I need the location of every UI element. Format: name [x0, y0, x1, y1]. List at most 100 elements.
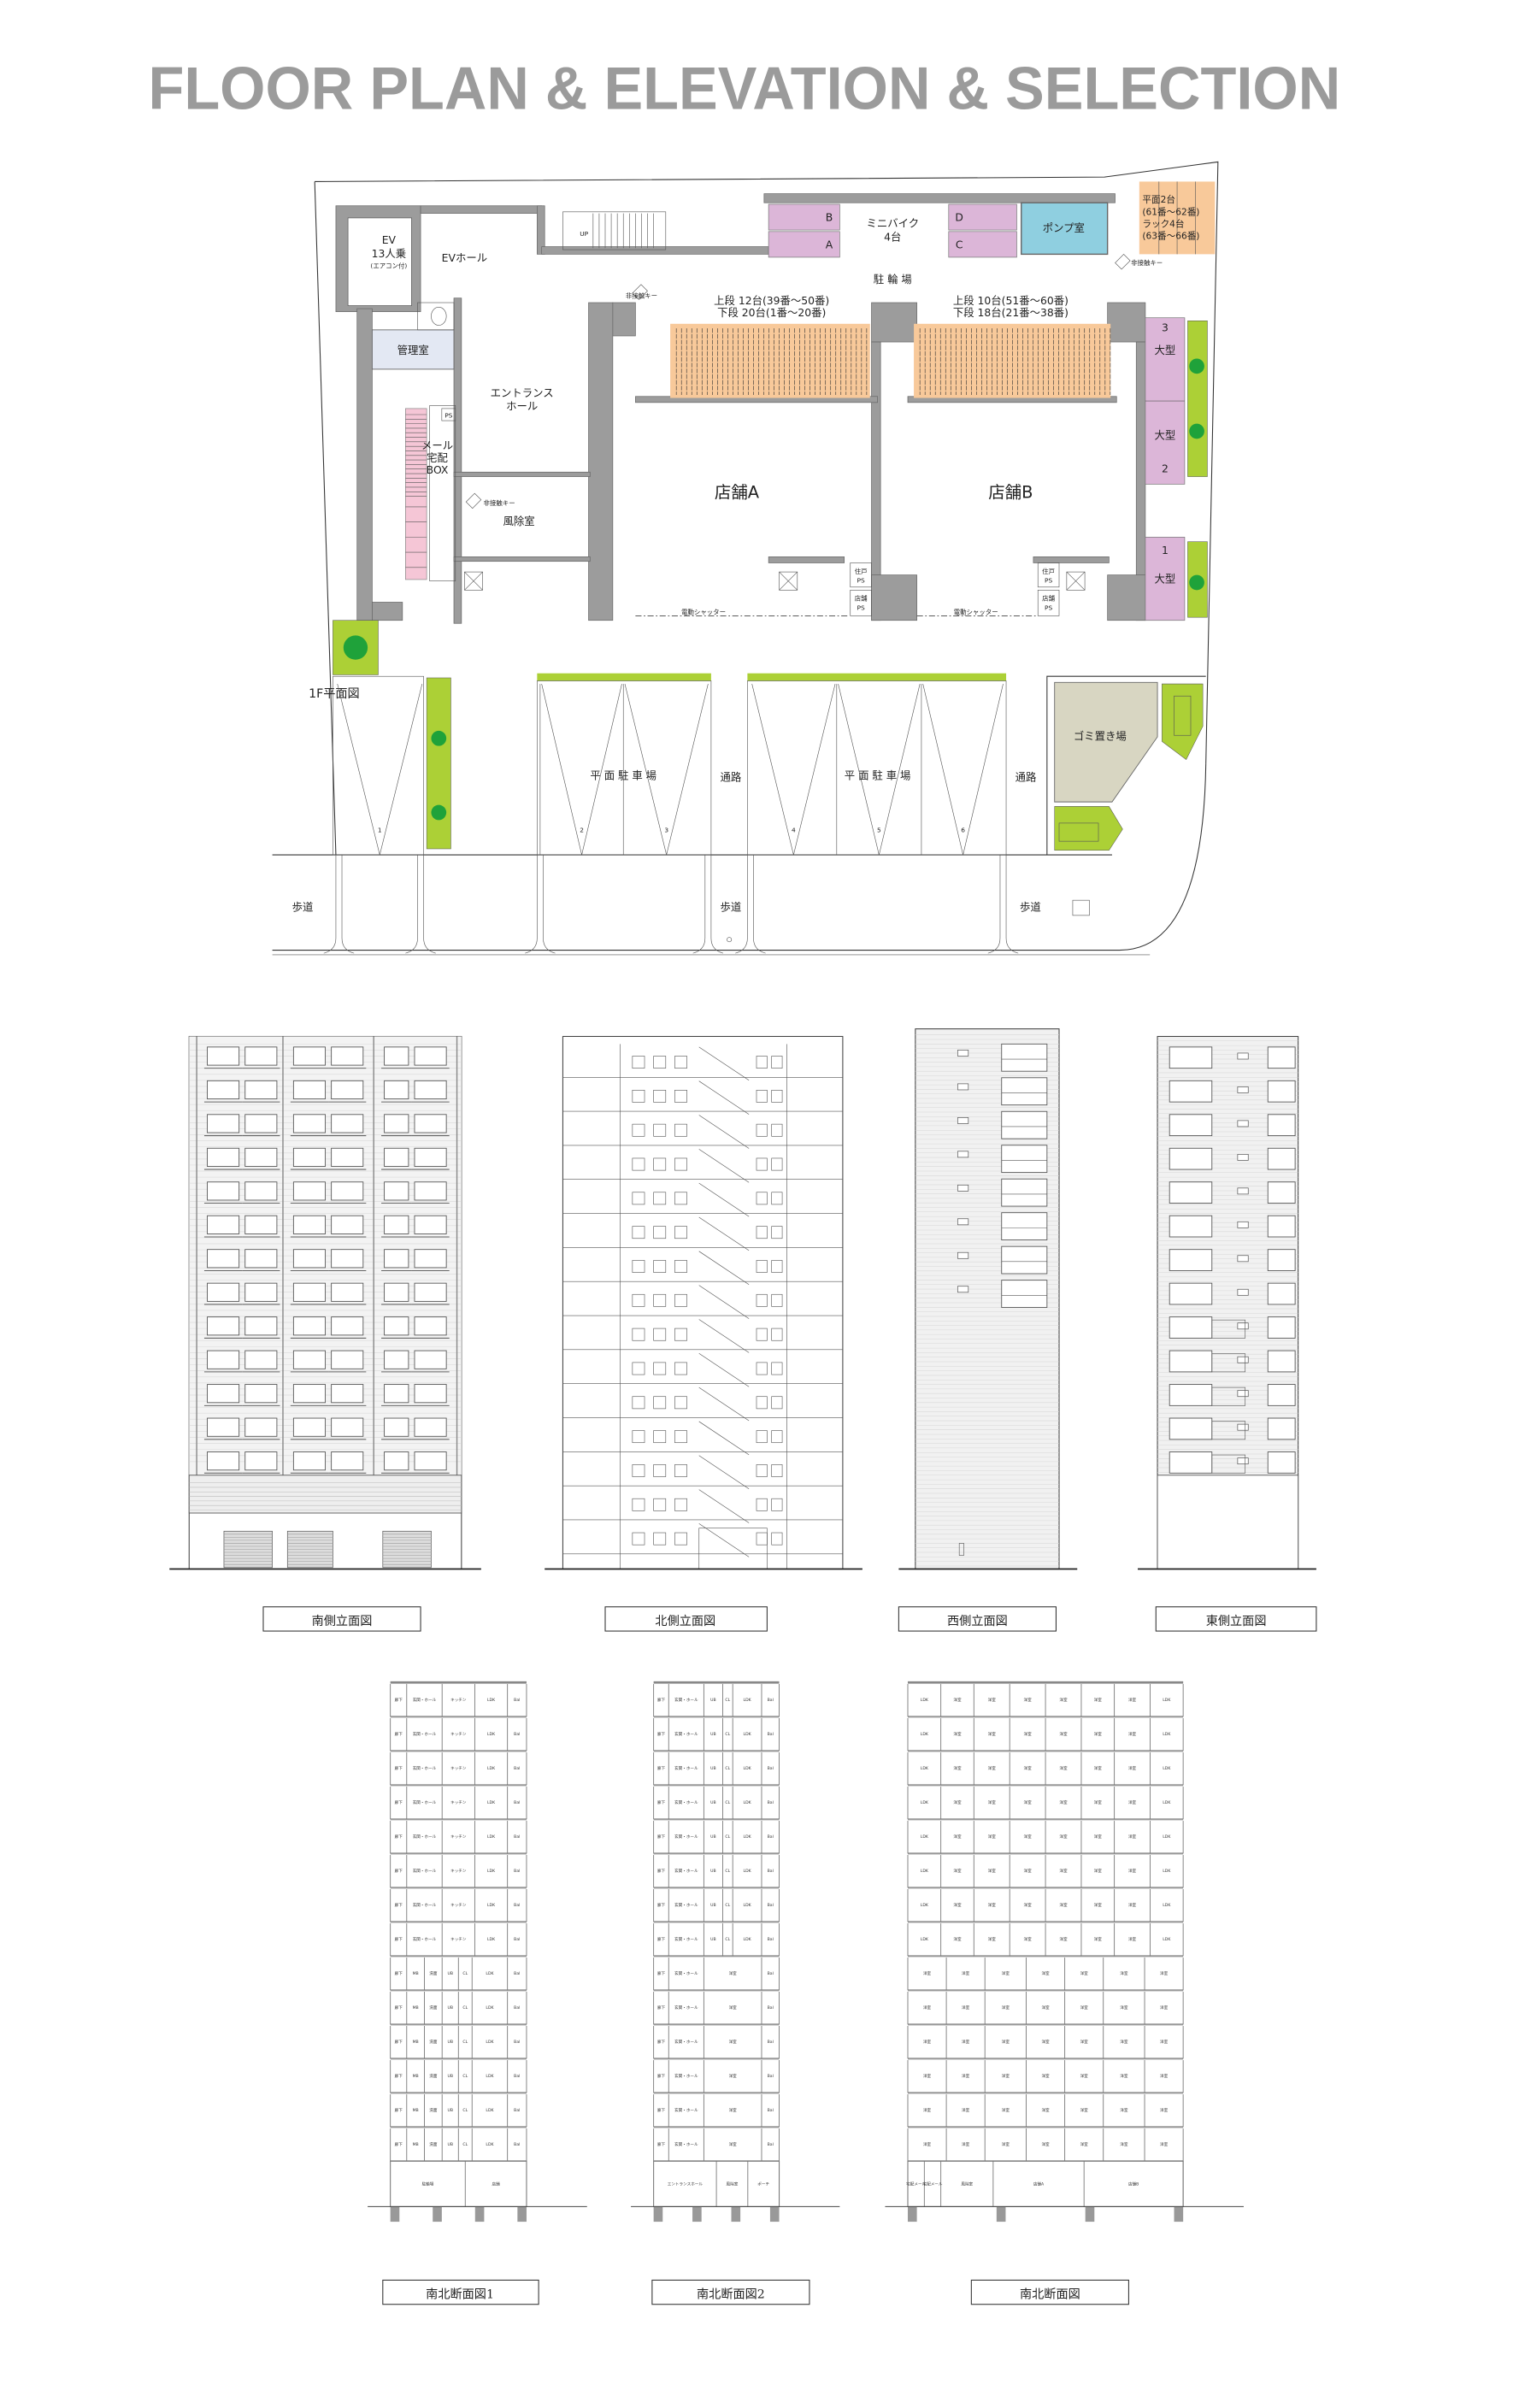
- room-label: 玄関・ホール: [674, 1697, 698, 1703]
- floor-plan: UP EV 13人乗 (エアコン付) EVホール 管理室 エントランス ホール …: [272, 161, 1219, 956]
- room-label: 洋室: [1094, 1936, 1103, 1942]
- window: [756, 1260, 768, 1273]
- bike-box-d: D: [955, 210, 963, 223]
- passage-label: 通路: [721, 770, 742, 783]
- room-label: MB: [413, 1971, 419, 1976]
- window: [414, 1147, 447, 1167]
- bicycle-rack-right: [914, 323, 1111, 398]
- room-label: 洋室: [1080, 1970, 1089, 1976]
- window: [1237, 1457, 1249, 1465]
- room-label: 洋室: [1120, 2107, 1128, 2113]
- unit-ps-label: PS: [1045, 576, 1052, 584]
- sidewalk-label: 歩道: [292, 901, 314, 914]
- window: [384, 1114, 409, 1133]
- window: [756, 1192, 768, 1205]
- window: [632, 1362, 645, 1375]
- parking-label: 平 面 駐 車 場: [845, 769, 911, 782]
- room-label: Bal: [768, 2108, 774, 2113]
- room-label: LDK: [744, 1800, 752, 1805]
- duct-box-frame: [464, 571, 483, 591]
- room-label: 洋室: [1080, 2005, 1089, 2011]
- balcony: [1001, 1110, 1048, 1139]
- room-label: LDK: [921, 1937, 929, 1942]
- unit-ps-label: 住戸: [1042, 567, 1055, 575]
- room-label: 洋室: [1080, 2039, 1089, 2045]
- window: [1237, 1086, 1249, 1093]
- room-label: 洗面: [429, 2039, 438, 2045]
- window: [244, 1215, 278, 1234]
- room-label: LDK: [744, 1834, 752, 1840]
- room-label: Bal: [514, 1937, 520, 1942]
- window: [653, 1532, 667, 1545]
- balcony: [1267, 1080, 1296, 1103]
- balcony: [1169, 1417, 1213, 1440]
- room-label: 風除室: [961, 2181, 973, 2187]
- room-label: 玄関・ホール: [674, 1765, 698, 1771]
- window: [957, 1083, 969, 1091]
- room-label: 廊下: [657, 2039, 666, 2045]
- room-label: LDK: [486, 2108, 494, 2113]
- store-a-label: 店舗A: [715, 482, 760, 502]
- north-elevation-caption: 北側立面図: [655, 1615, 715, 1628]
- window: [1237, 1187, 1249, 1195]
- foundation-pile: [908, 2206, 917, 2223]
- room-label: LDK: [1163, 1937, 1171, 1942]
- room-label: 廊下: [395, 2005, 403, 2011]
- room-label: 洋室: [962, 2073, 970, 2079]
- room-label: ポーチ: [757, 2181, 769, 2187]
- stair-flight: [698, 1149, 750, 1183]
- window: [653, 1226, 667, 1239]
- room-label: Bal: [514, 2108, 520, 2113]
- window: [632, 1260, 645, 1273]
- room-label: 玄関・ホール: [413, 1936, 437, 1942]
- window: [207, 1282, 240, 1302]
- window: [244, 1046, 278, 1066]
- store-ps-label: 店舗: [855, 594, 868, 603]
- window: [653, 1123, 667, 1137]
- stair-flight: [698, 1115, 750, 1149]
- room-label: 玄関・ホール: [413, 1765, 437, 1771]
- room-label: 洋室: [1128, 1868, 1137, 1874]
- window: [331, 1181, 364, 1201]
- sidewalk-label: 歩道: [1020, 901, 1041, 914]
- balcony: [1001, 1145, 1048, 1174]
- foundation-pile: [1174, 2206, 1184, 2223]
- room-label: UB: [447, 2142, 453, 2147]
- room-label: キッチン: [450, 1937, 467, 1942]
- window: [1237, 1221, 1249, 1228]
- door: [958, 1543, 964, 1556]
- room-label: UB: [447, 2040, 453, 2045]
- window: [957, 1251, 969, 1259]
- room-label: LDK: [487, 1732, 496, 1737]
- bicycle-parking-label: 駐 輪 場: [874, 273, 912, 286]
- curb: [423, 855, 436, 954]
- planter: [1162, 683, 1204, 760]
- parking-space: [751, 683, 836, 856]
- room-label: Bal: [514, 2074, 520, 2079]
- floor-plan-caption: 1F平面図: [309, 687, 360, 701]
- room-label: 玄関・ホール: [674, 2039, 698, 2045]
- room-label: 洋室: [1080, 2141, 1089, 2147]
- balcony: [1001, 1212, 1048, 1240]
- window: [771, 1226, 783, 1239]
- room-label: Bal: [514, 1800, 520, 1805]
- window: [384, 1282, 409, 1302]
- room-label: 洋室: [1024, 1936, 1033, 1942]
- window: [244, 1350, 278, 1369]
- room-label: CL: [462, 2074, 468, 2079]
- mailbox-unit: [405, 408, 427, 580]
- room-label: LDK: [1163, 1834, 1171, 1840]
- room-label: LDK: [744, 1937, 752, 1942]
- balcony: [1169, 1181, 1213, 1204]
- room-label: 洋室: [1059, 1834, 1068, 1840]
- window: [957, 1184, 969, 1192]
- rack-left-lower: 下段 20台(1番～20番): [717, 306, 826, 319]
- tree-icon: [431, 804, 447, 821]
- window: [632, 1192, 645, 1205]
- room-label: 洋室: [1002, 2005, 1010, 2011]
- mailbox-area: [429, 405, 456, 582]
- parking-bay-frame: [537, 680, 712, 856]
- window: [292, 1316, 326, 1336]
- window: [292, 1114, 326, 1133]
